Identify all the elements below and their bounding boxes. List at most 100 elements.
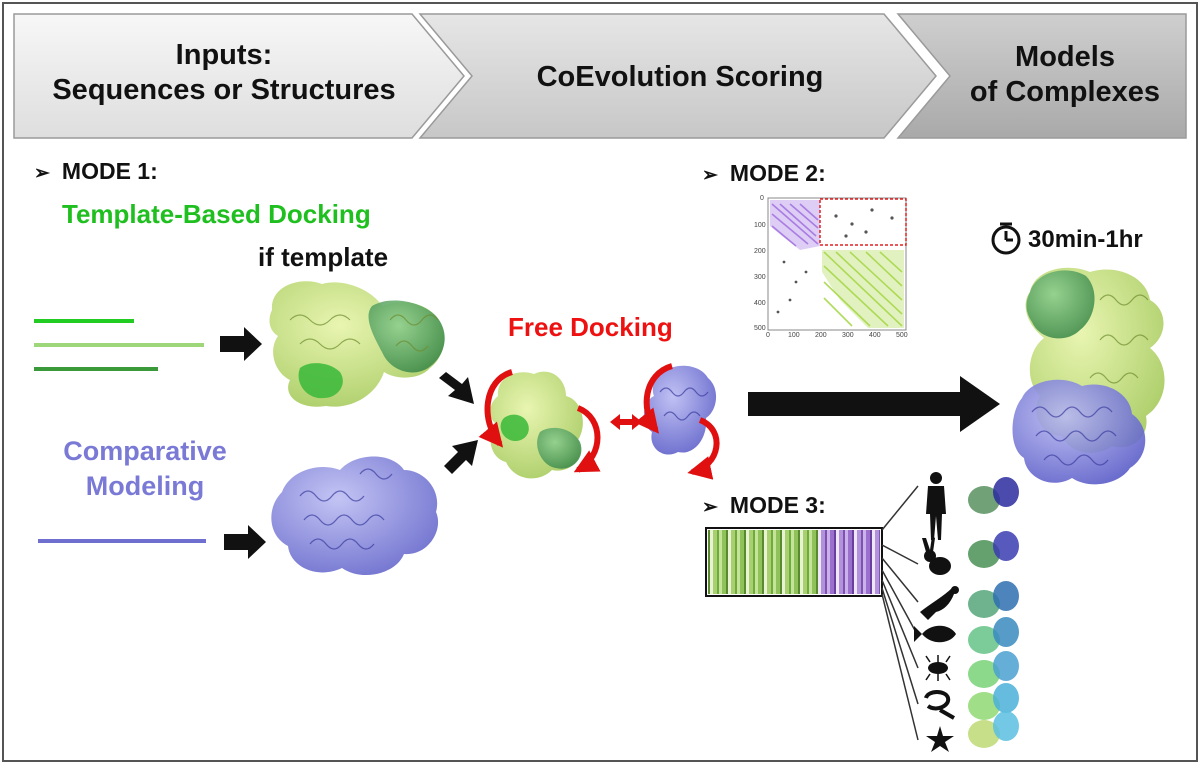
stopwatch-icon bbox=[991, 222, 1021, 255]
msa-column bbox=[740, 530, 744, 594]
organism-complex-blue bbox=[993, 477, 1019, 507]
msa-column bbox=[762, 530, 764, 594]
msa-column bbox=[710, 530, 713, 594]
organism-complex-green bbox=[968, 660, 1000, 688]
msa-column bbox=[722, 530, 726, 594]
arrow-to-docking-bottom-icon bbox=[444, 440, 478, 474]
stage-inputs-line2: Sequences or Structures bbox=[52, 74, 396, 107]
mode3-bullet-icon: ➢ bbox=[702, 497, 718, 518]
msa-column bbox=[809, 530, 812, 594]
msa-column bbox=[753, 530, 755, 594]
double-arrow-icon bbox=[610, 414, 642, 430]
free-docking-structures bbox=[478, 363, 720, 480]
msa-column bbox=[789, 530, 791, 594]
mode3-title: MODE 3: bbox=[729, 492, 826, 518]
model-complex-structure bbox=[1012, 267, 1165, 485]
insect-icon bbox=[925, 655, 951, 681]
if-template-label: if template bbox=[258, 242, 389, 272]
organism-complex-green bbox=[968, 486, 1000, 514]
map-ytick-1: 100 bbox=[754, 222, 766, 229]
free-docking-label: Free Docking bbox=[508, 312, 673, 342]
msa-column bbox=[843, 530, 845, 594]
organism-complex-blue bbox=[993, 581, 1019, 611]
msa-column bbox=[879, 530, 880, 594]
msa-column bbox=[875, 530, 879, 594]
msa-column bbox=[717, 530, 719, 594]
msa-column bbox=[825, 530, 827, 594]
mode2-bullet-icon: ➢ bbox=[702, 165, 718, 186]
msa-column bbox=[812, 530, 816, 594]
organism-icons bbox=[914, 472, 959, 752]
msa-column bbox=[839, 530, 843, 594]
organism-complex-green bbox=[968, 626, 1000, 654]
msa-column bbox=[852, 530, 854, 594]
black-arrows bbox=[220, 327, 1000, 559]
msa-column bbox=[836, 530, 839, 594]
human-icon bbox=[926, 472, 946, 540]
stage-inputs-line1: Inputs: bbox=[175, 39, 273, 71]
msa-column bbox=[791, 530, 794, 594]
msa-column bbox=[866, 530, 870, 594]
organism-fan-lines bbox=[881, 485, 919, 741]
organism-complex-blue bbox=[993, 651, 1019, 681]
map-ytick-2: 200 bbox=[754, 248, 766, 255]
map-xtick-4: 400 bbox=[869, 332, 881, 339]
msa-column bbox=[807, 530, 809, 594]
mode1-title: MODE 1: bbox=[61, 158, 158, 184]
stage-models-chevron bbox=[896, 13, 1187, 139]
msa-column bbox=[830, 530, 834, 594]
msa-column bbox=[800, 530, 803, 594]
msa-column bbox=[785, 530, 789, 594]
msa-alignment bbox=[705, 527, 883, 597]
map-ytick-3: 300 bbox=[754, 274, 766, 281]
msa-column bbox=[735, 530, 737, 594]
comparative-modeling-label: Comparative Modeling bbox=[40, 434, 250, 504]
msa-column bbox=[746, 530, 749, 594]
stage-models-line1: Models bbox=[1015, 41, 1115, 73]
msa-column bbox=[798, 530, 800, 594]
mode1-bullet-icon: ➢ bbox=[34, 163, 50, 184]
starfish-icon bbox=[926, 726, 954, 752]
map-xtick-3: 300 bbox=[842, 332, 854, 339]
msa-column bbox=[861, 530, 863, 594]
msa-column bbox=[780, 530, 782, 594]
msa-column bbox=[794, 530, 798, 594]
map-ytick-0: 0 bbox=[760, 195, 764, 202]
organism-complex-blue bbox=[993, 683, 1019, 713]
msa-column bbox=[782, 530, 785, 594]
msa-column bbox=[755, 530, 758, 594]
organism-complex-blue bbox=[993, 617, 1019, 647]
msa-column bbox=[713, 530, 717, 594]
stage-coevolution-line1: CoEvolution Scoring bbox=[536, 61, 824, 93]
mode3-heading: ➢ MODE 3: bbox=[702, 492, 826, 519]
msa-column bbox=[803, 530, 807, 594]
arrow-to-docking-top-icon bbox=[439, 372, 474, 404]
mode2-title: MODE 2: bbox=[729, 160, 826, 186]
contact-map bbox=[767, 197, 907, 331]
msa-column bbox=[728, 530, 731, 594]
msa-column bbox=[816, 530, 818, 594]
comparative-structure bbox=[271, 456, 439, 576]
msa-column bbox=[731, 530, 735, 594]
organism-complex-green bbox=[968, 720, 1000, 748]
msa-column bbox=[771, 530, 773, 594]
organism-complex-green bbox=[968, 590, 1000, 618]
msa-column bbox=[726, 530, 728, 594]
msa-column bbox=[870, 530, 872, 594]
fish-icon bbox=[914, 625, 956, 643]
organism-complex-blue bbox=[993, 711, 1019, 741]
organism-complexes bbox=[968, 477, 1019, 748]
msa-column bbox=[758, 530, 762, 594]
mode2-heading: ➢ MODE 2: bbox=[702, 160, 826, 187]
msa-column bbox=[854, 530, 857, 594]
msa-column bbox=[863, 530, 866, 594]
mode1-heading: ➢ MODE 1: bbox=[34, 158, 158, 185]
msa-column bbox=[708, 530, 710, 594]
organism-complex-green bbox=[968, 540, 1000, 568]
map-xtick-5: 500 bbox=[896, 332, 908, 339]
msa-column bbox=[834, 530, 836, 594]
stage-coevolution-label: CoEvolution Scoring bbox=[480, 60, 880, 95]
template-complex-structure bbox=[269, 281, 445, 407]
